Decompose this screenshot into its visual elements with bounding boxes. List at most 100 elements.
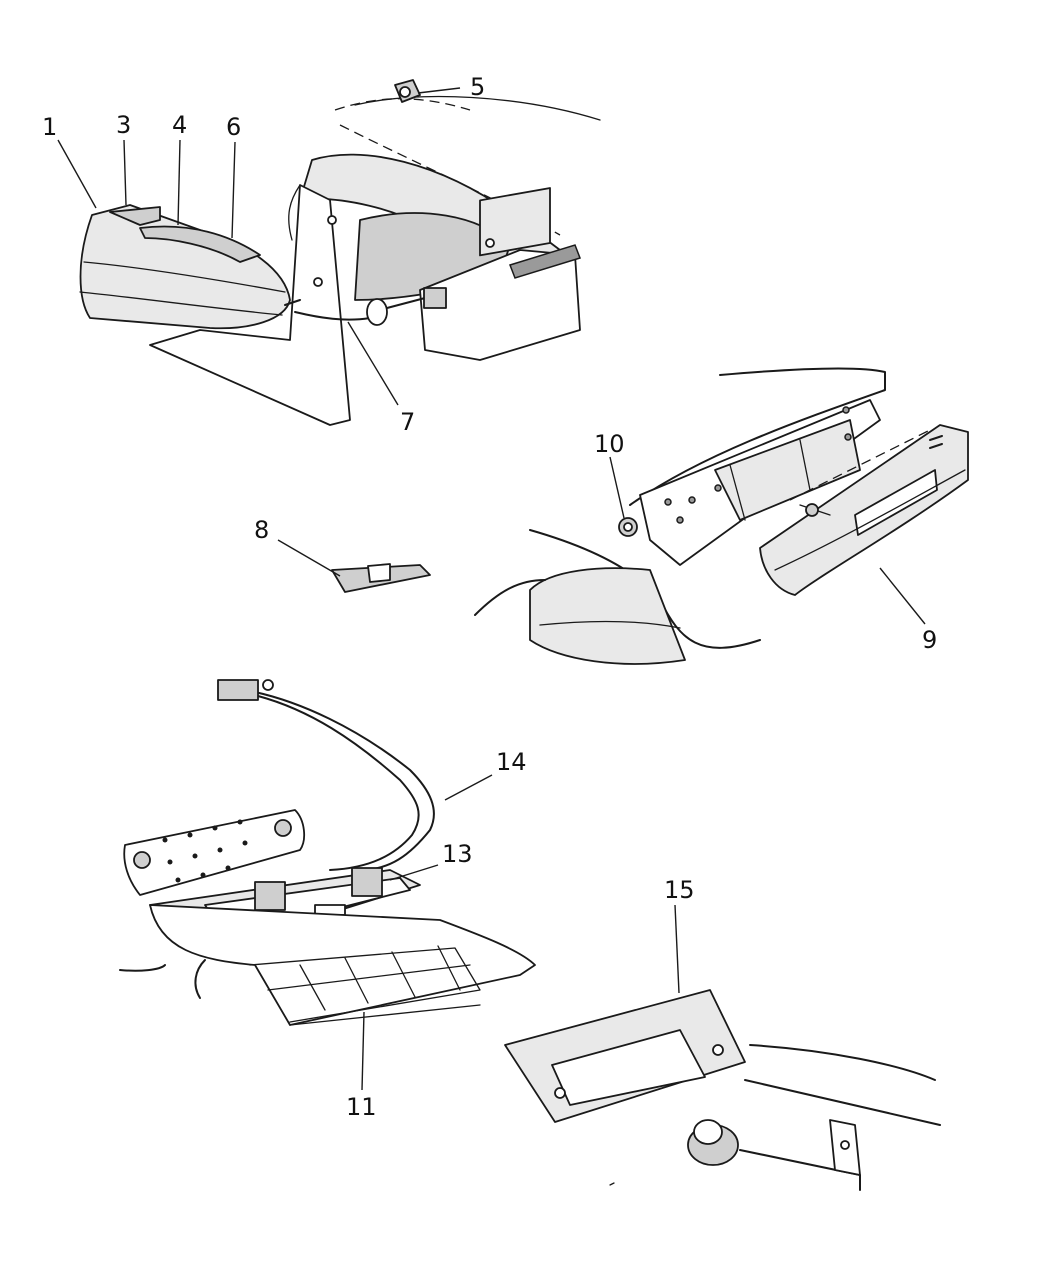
lens-bottom-edge xyxy=(289,1004,481,1026)
trunk-lid-top xyxy=(629,367,886,506)
lamp-gasket xyxy=(109,206,161,226)
leader-14 xyxy=(444,774,493,801)
light-bar-edge xyxy=(774,469,966,571)
nut-hole xyxy=(623,522,633,532)
leader-13 xyxy=(389,864,439,881)
lid-ribs xyxy=(729,439,811,521)
callout-15: 15 xyxy=(664,876,695,904)
lamp-wire xyxy=(294,311,371,321)
socket-connector xyxy=(423,287,447,309)
bezel-screw-right xyxy=(712,1044,724,1056)
lid-hole xyxy=(844,433,852,441)
lid-hole xyxy=(714,484,722,492)
rear-panel xyxy=(419,249,581,361)
callout-3: 3 xyxy=(116,111,131,139)
trunk-lid-edge xyxy=(354,95,601,121)
lamp-stud xyxy=(284,299,301,306)
rear-quarter-lower xyxy=(529,567,686,665)
high-mount-lamp-assembly xyxy=(119,679,536,1026)
lid-hole xyxy=(664,498,672,506)
lamp-socket-right xyxy=(351,867,383,897)
lid-hole xyxy=(842,406,850,414)
bezel-screw-left xyxy=(554,1087,566,1099)
light-bar-socket xyxy=(805,503,819,517)
lamp-socket-left xyxy=(254,881,286,911)
wire-harness xyxy=(244,689,435,871)
lens-rib-horizontal xyxy=(267,964,471,991)
bulb-plate xyxy=(123,809,306,896)
lid-hole xyxy=(676,516,684,524)
panel-hole xyxy=(485,238,495,248)
harness-connector xyxy=(217,679,259,701)
lamp-wiring xyxy=(284,287,447,326)
wire-harness-2 xyxy=(257,695,420,871)
quarter-panel-curve xyxy=(288,184,301,241)
tail-lamp-line xyxy=(83,261,286,293)
license-light-bar xyxy=(759,424,969,596)
nut-hole xyxy=(399,86,411,98)
lamp-housing-top xyxy=(139,225,261,263)
callout-6: 6 xyxy=(226,113,241,141)
callout-4: 4 xyxy=(172,111,187,139)
marker-lamp-8 xyxy=(331,563,431,593)
nut-5 xyxy=(394,79,421,103)
leader-15 xyxy=(674,904,680,994)
lens-frame xyxy=(249,947,481,1023)
callout-5: 5 xyxy=(470,73,485,101)
callout-1: 1 xyxy=(42,113,57,141)
panel-hole xyxy=(313,277,323,287)
tail-lamp-line xyxy=(79,291,283,316)
lens-rib-vertical xyxy=(299,945,461,1011)
lid-hole xyxy=(688,496,696,504)
quarter-panel-side xyxy=(149,184,351,426)
bracket-hole xyxy=(840,1140,850,1150)
rear-quarter-body xyxy=(149,95,601,426)
callout-labels: 1 3 4 5 6 7 8 9 10 11 13 14 15 xyxy=(42,73,937,1121)
speck xyxy=(609,1182,615,1186)
tail-lamp-lens xyxy=(79,204,291,330)
bulb-socket-right xyxy=(274,819,292,837)
callout-8: 8 xyxy=(254,516,269,544)
mounting-dashed-line xyxy=(789,429,931,501)
grommet xyxy=(366,298,388,326)
bumper-curve xyxy=(474,579,546,616)
leader-6 xyxy=(231,141,236,239)
license-lamp-assembly xyxy=(504,989,941,1191)
callout-7: 7 xyxy=(400,408,415,436)
callout-13: 13 xyxy=(442,840,473,868)
callout-14: 14 xyxy=(496,748,527,776)
leader-4 xyxy=(177,139,181,226)
lower-panel-line xyxy=(744,1079,941,1126)
leader-1 xyxy=(57,139,97,209)
lens-wire xyxy=(194,959,206,999)
leader-7 xyxy=(347,321,399,406)
callout-9: 9 xyxy=(922,626,937,654)
lower-panel-edge xyxy=(749,1044,936,1081)
socket-wire xyxy=(386,297,426,309)
marker-lamp-tab xyxy=(367,563,391,583)
bulb-socket-left xyxy=(133,851,151,869)
leader-10 xyxy=(609,456,625,519)
wire-harness-strip xyxy=(509,244,581,279)
callout-11: 11 xyxy=(346,1093,377,1121)
callout-10: 10 xyxy=(594,430,625,458)
license-recess xyxy=(479,187,551,257)
panel-hole xyxy=(327,215,337,225)
leader-lines xyxy=(57,87,926,1091)
leader-3 xyxy=(123,139,127,206)
leader-9 xyxy=(879,567,926,625)
trunk-lid-assembly xyxy=(474,367,931,665)
leader-8 xyxy=(277,539,341,577)
tail-lamp xyxy=(79,204,291,330)
quarter-line xyxy=(539,620,681,629)
socket-bulb xyxy=(693,1119,723,1145)
lens-housing xyxy=(149,904,536,1026)
bulb-plate-holes xyxy=(162,819,248,883)
nut-10 xyxy=(618,517,638,537)
trunk-lid-recess xyxy=(714,419,861,521)
connector-tab xyxy=(262,679,274,691)
light-bar-stud xyxy=(929,435,943,449)
trunk-edge-left xyxy=(119,964,166,972)
